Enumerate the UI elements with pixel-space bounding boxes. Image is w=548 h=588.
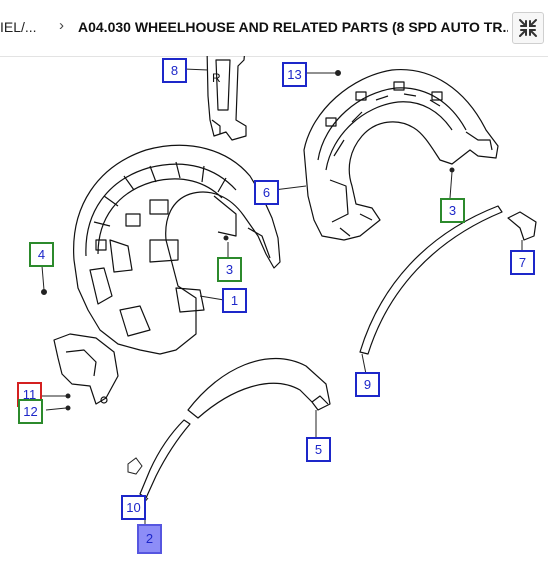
callout-8[interactable]: 8 [162, 58, 187, 83]
diagram-drawing: R [40, 56, 537, 524]
callout-6[interactable]: 6 [254, 180, 279, 205]
part-6-liner [303, 68, 499, 241]
collapse-arrows-icon [519, 19, 537, 37]
part-9-arch [359, 205, 503, 355]
collapse-button[interactable] [512, 12, 544, 44]
part-flap-bracket [53, 333, 119, 405]
breadcrumb-previous[interactable]: IEL/... [0, 19, 37, 35]
callout-3-front[interactable]: 3 [217, 257, 242, 282]
part-8-marking: R [212, 71, 221, 85]
header-bar: IEL/... › A04.030 WHEELHOUSE AND RELATED… [0, 0, 548, 57]
callout-12[interactable]: 12 [18, 399, 43, 424]
part-8-bracket [206, 56, 247, 141]
callout-13[interactable]: 13 [282, 62, 307, 87]
callout-4[interactable]: 4 [29, 242, 54, 267]
callout-3-rear[interactable]: 3 [440, 198, 465, 223]
callout-10[interactable]: 10 [121, 495, 146, 520]
page-title: A04.030 WHEELHOUSE AND RELATED PARTS (8 … [78, 19, 508, 35]
parts-diagram: R [0, 56, 548, 588]
part-2-arch [139, 419, 191, 499]
callout-5[interactable]: 5 [306, 437, 331, 462]
breadcrumb-separator-icon: › [59, 17, 64, 34]
callout-2-selected[interactable]: 2 [137, 524, 162, 554]
callout-9[interactable]: 9 [355, 372, 380, 397]
callout-7[interactable]: 7 [510, 250, 535, 275]
part-7-cap [507, 211, 537, 241]
callout-1[interactable]: 1 [222, 288, 247, 313]
part-1-liner [73, 144, 281, 355]
part-5-arch [187, 357, 331, 419]
